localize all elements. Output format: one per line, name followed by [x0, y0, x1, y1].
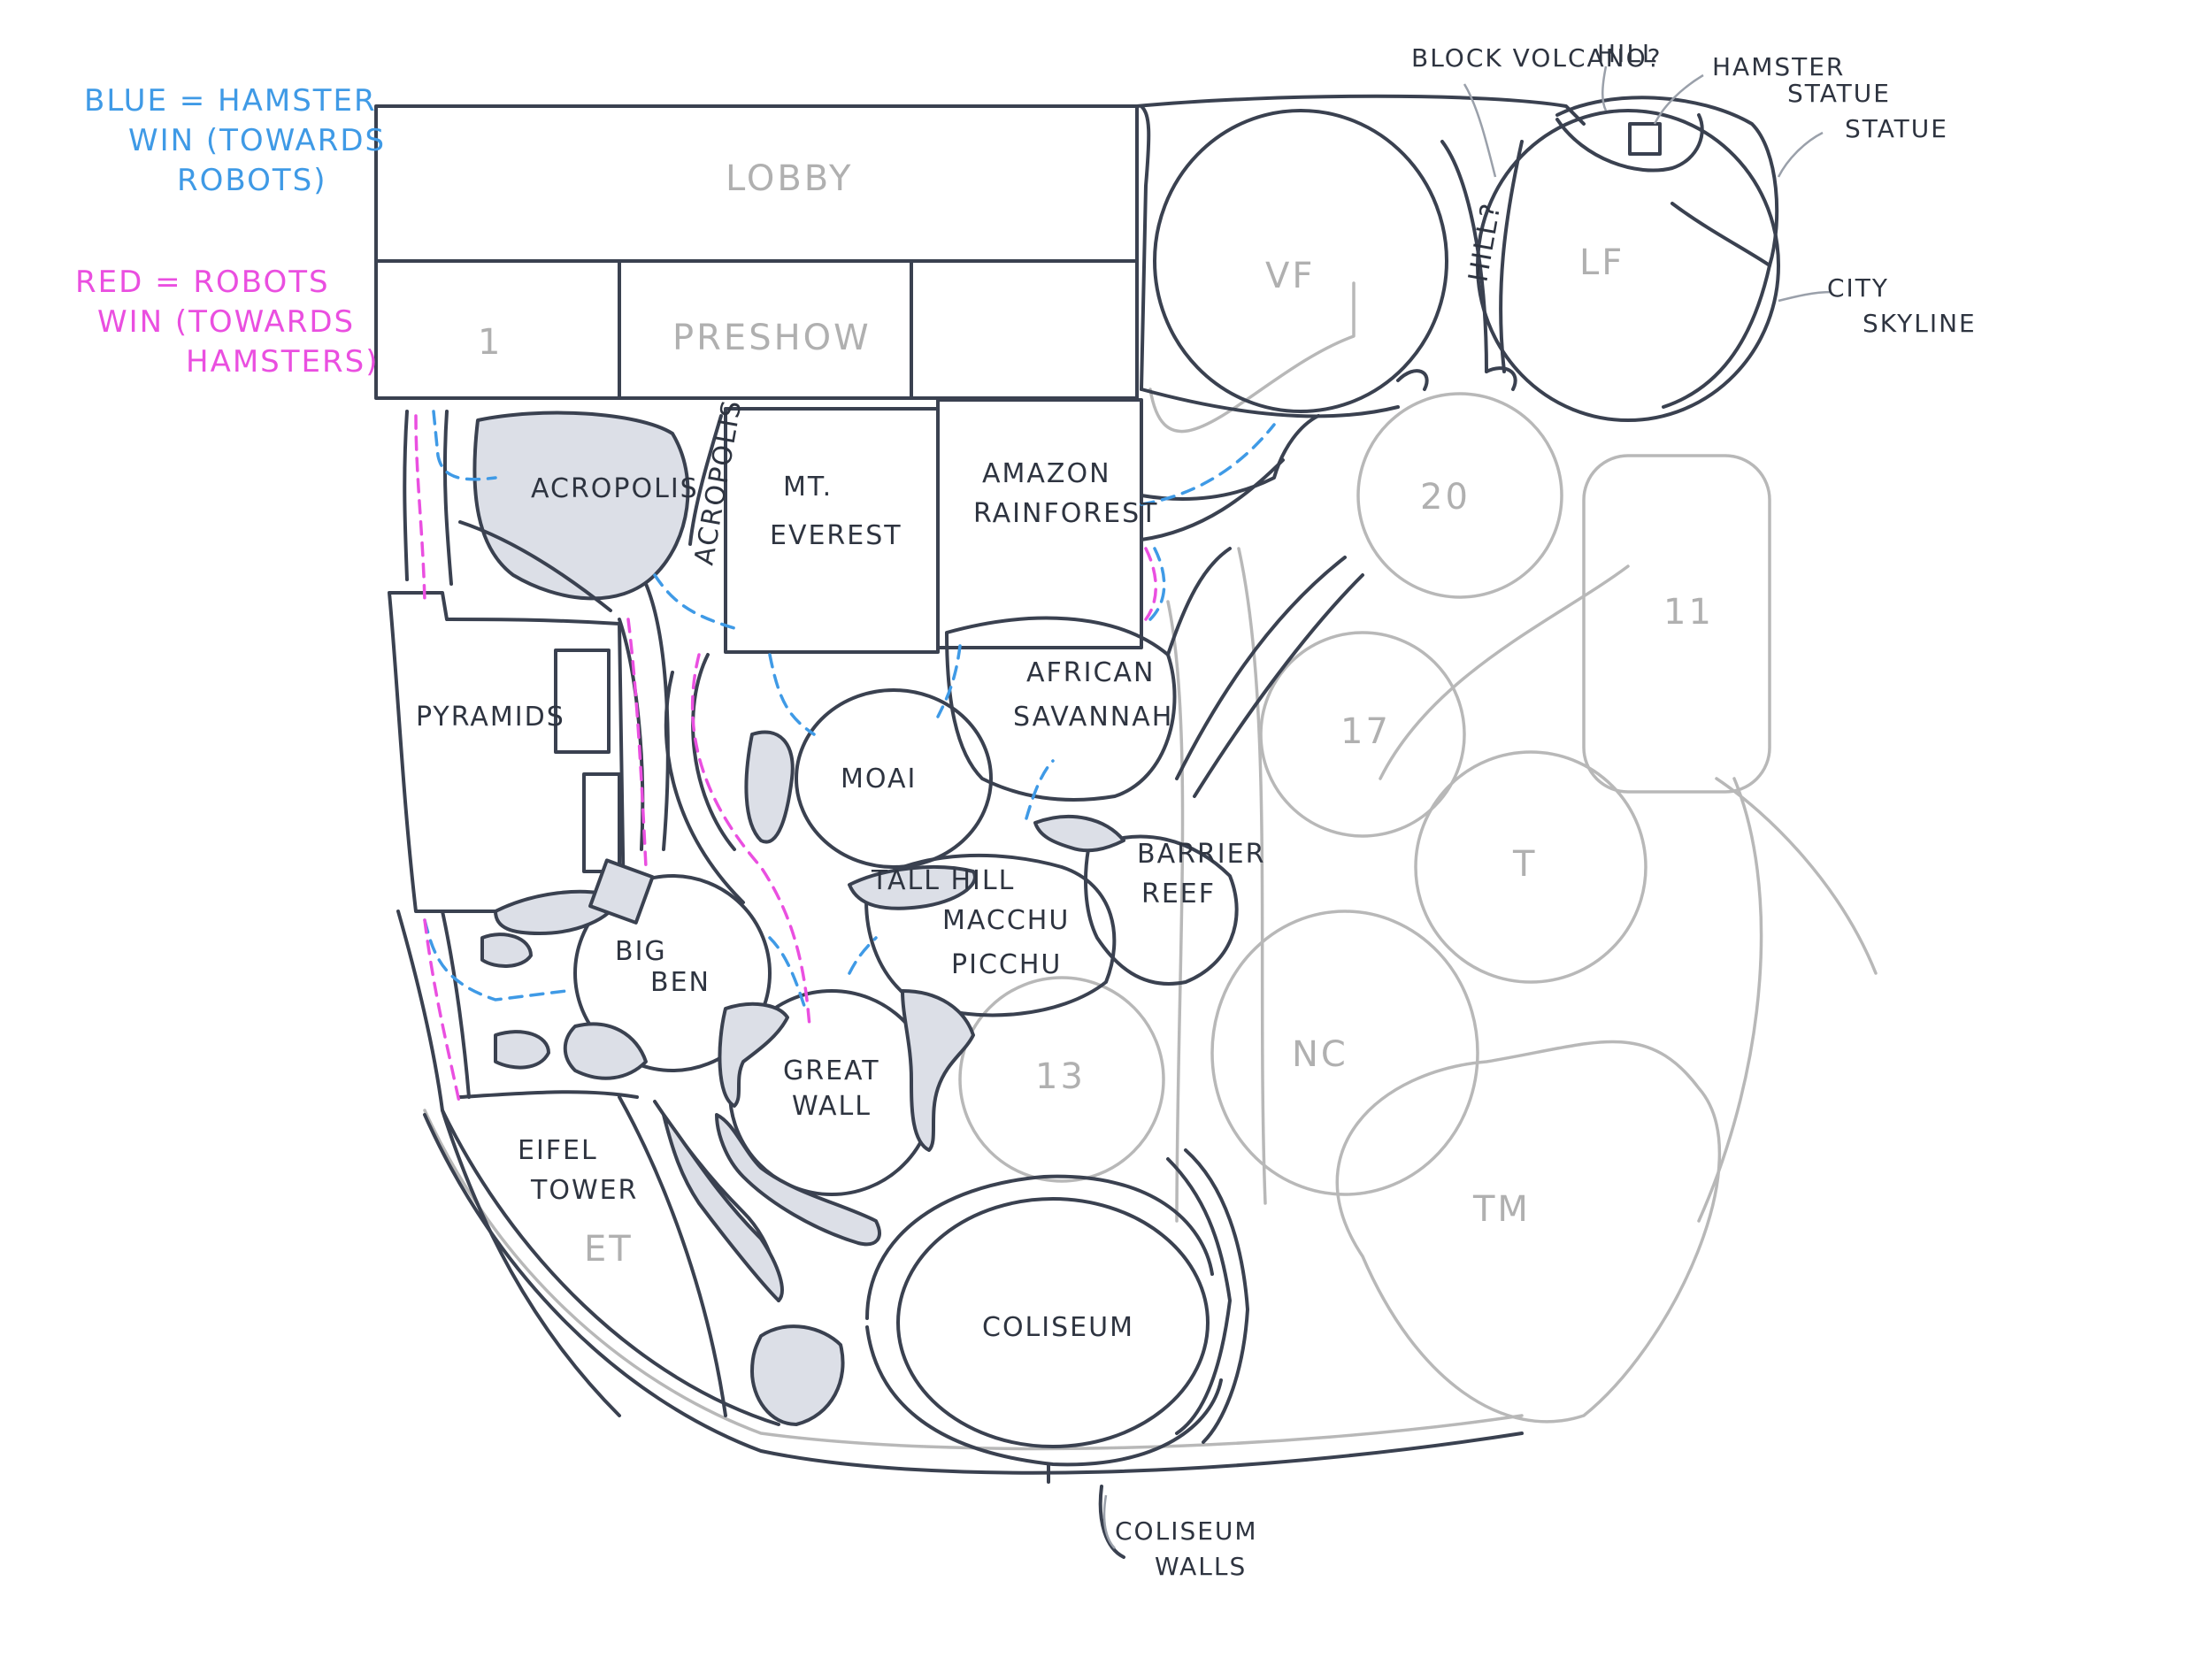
blue-path — [936, 644, 962, 718]
et-label: ET — [584, 1229, 634, 1270]
room-11-rect — [1582, 454, 1771, 794]
amazon-label-2: RAINFOREST — [973, 498, 1158, 529]
blue-path — [653, 573, 736, 630]
moai-label: MOAI — [841, 764, 917, 794]
blue-path — [423, 918, 568, 1002]
tall-hill-label: TALL HILL — [871, 865, 1015, 896]
room-nc-label: NC — [1292, 1034, 1348, 1075]
lobby-label: LOBBY — [726, 158, 853, 199]
moai-circle — [795, 688, 993, 869]
everest-label-1: MT. — [783, 472, 833, 503]
blue-path — [1025, 759, 1055, 820]
coliseum-oval — [896, 1197, 1210, 1448]
room-tm-shape — [1335, 1040, 1722, 1424]
pink-path — [1144, 547, 1157, 621]
barrier-label-2: REEF — [1141, 879, 1216, 910]
machu-label-1: MACCHU — [942, 905, 1070, 936]
room-13-circle — [958, 976, 1165, 1183]
eifel-tower-block — [396, 910, 784, 1417]
legend-blue-line-2: WIN (TOWARDS — [128, 123, 386, 158]
southeast-attractions — [848, 815, 1239, 1017]
legend-red-line-1: RED = ROBOTS — [75, 265, 330, 300]
room-13-label: 13 — [1035, 1056, 1086, 1097]
legend-red-line-2: WIN (TOWARDS — [97, 304, 355, 340]
hamster-statue-box — [1628, 122, 1662, 156]
blue-path — [1148, 547, 1166, 621]
lf-label: LF — [1579, 242, 1624, 283]
note-labels: BLOCK VOLCANO? HILL HAMSTER STATUE STATU… — [1115, 39, 1977, 1581]
legend-blue-line-3: ROBOTS) — [177, 163, 327, 198]
preshow-label: PRESHOW — [672, 318, 872, 358]
room-17-circle — [1259, 631, 1466, 838]
room-20-circle — [1356, 392, 1563, 599]
acropolis-label: ACROPOLIS — [531, 473, 699, 504]
vf-label: VF — [1265, 256, 1315, 296]
barrier-label-1: BARRIER — [1137, 839, 1265, 870]
big-ben-label-2: BEN — [650, 967, 710, 998]
great-wall-label-2: WALL — [792, 1091, 872, 1122]
central-attractions — [664, 547, 1364, 904]
room-11-label: 11 — [1663, 592, 1714, 633]
blue-path — [432, 410, 497, 481]
future-expansion-area — [423, 281, 1878, 1451]
blue-path — [768, 936, 807, 1010]
lf-circle — [1476, 109, 1780, 422]
pyramids-label: PYRAMIDS — [416, 702, 565, 733]
statue-note: STATUE — [1845, 114, 1948, 143]
everest-label-2: EVEREST — [770, 520, 902, 551]
pink-path — [626, 618, 648, 869]
big-ben-label-1: BIG — [615, 936, 667, 967]
pink-path — [690, 653, 811, 1028]
lobby-block — [374, 104, 1139, 400]
room-t-circle — [1414, 750, 1647, 984]
blue-path — [1140, 423, 1276, 506]
coliseum-block — [423, 1109, 1524, 1559]
pink-path — [423, 918, 462, 1108]
vf-lf-block — [1135, 94, 1780, 422]
flow-arrows — [414, 410, 1276, 1108]
room-17-label: 17 — [1340, 711, 1391, 752]
savannah-label-2: SAVANNAH — [1013, 702, 1173, 733]
big-ben-circle — [573, 874, 772, 1072]
hamster-statue-note-1: HAMSTER — [1712, 52, 1845, 81]
room-labels: LOBBY 1 PRESHOW VF LF HILL? ACROPOLIS AC… — [416, 158, 1714, 1343]
blue-path — [848, 936, 878, 975]
vf-circle — [1153, 109, 1448, 413]
legend-blue-line-1: BLUE = HAMSTER — [84, 83, 377, 119]
hill-note: HILL — [1597, 39, 1658, 68]
city-skyline-note-2: SKYLINE — [1863, 309, 1977, 338]
coliseum-walls-note-2: WALLS — [1155, 1552, 1247, 1581]
room-20-label: 20 — [1420, 477, 1471, 518]
north-attractions — [403, 398, 1320, 654]
city-skyline-note-1: CITY — [1827, 273, 1889, 303]
block-volcano-note: BLOCK VOLCANO? — [1411, 43, 1663, 73]
eifel-label-1: EIFEL — [518, 1135, 598, 1166]
annotation-leaders — [1102, 65, 1832, 1549]
amazon-rect — [936, 398, 1143, 649]
coliseum-label: COLISEUM — [982, 1312, 1134, 1343]
savannah-label-1: AFRICAN — [1026, 657, 1155, 688]
blue-path — [768, 653, 816, 736]
amazon-label-1: AMAZON — [982, 458, 1111, 489]
legend: BLUE = HAMSTER WIN (TOWARDS ROBOTS) RED … — [75, 83, 386, 380]
pink-path — [414, 414, 426, 603]
legend-red-line-3: HAMSTERS) — [186, 344, 379, 380]
pyramids-block — [388, 582, 670, 913]
coliseum-walls-note-1: COLISEUM — [1115, 1516, 1258, 1546]
hamster-statue-note-2: STATUE — [1787, 79, 1891, 108]
eifel-label-2: TOWER — [530, 1175, 638, 1206]
machu-label-2: PICCHU — [951, 949, 1062, 980]
room-nc-ellipse — [1210, 910, 1479, 1196]
great-wall-label-1: GREAT — [783, 1055, 880, 1086]
southwest-attractions — [480, 858, 975, 1247]
room-tm-label: TM — [1472, 1189, 1531, 1230]
room-t-label: T — [1512, 844, 1537, 885]
room-1-label: 1 — [478, 322, 503, 363]
